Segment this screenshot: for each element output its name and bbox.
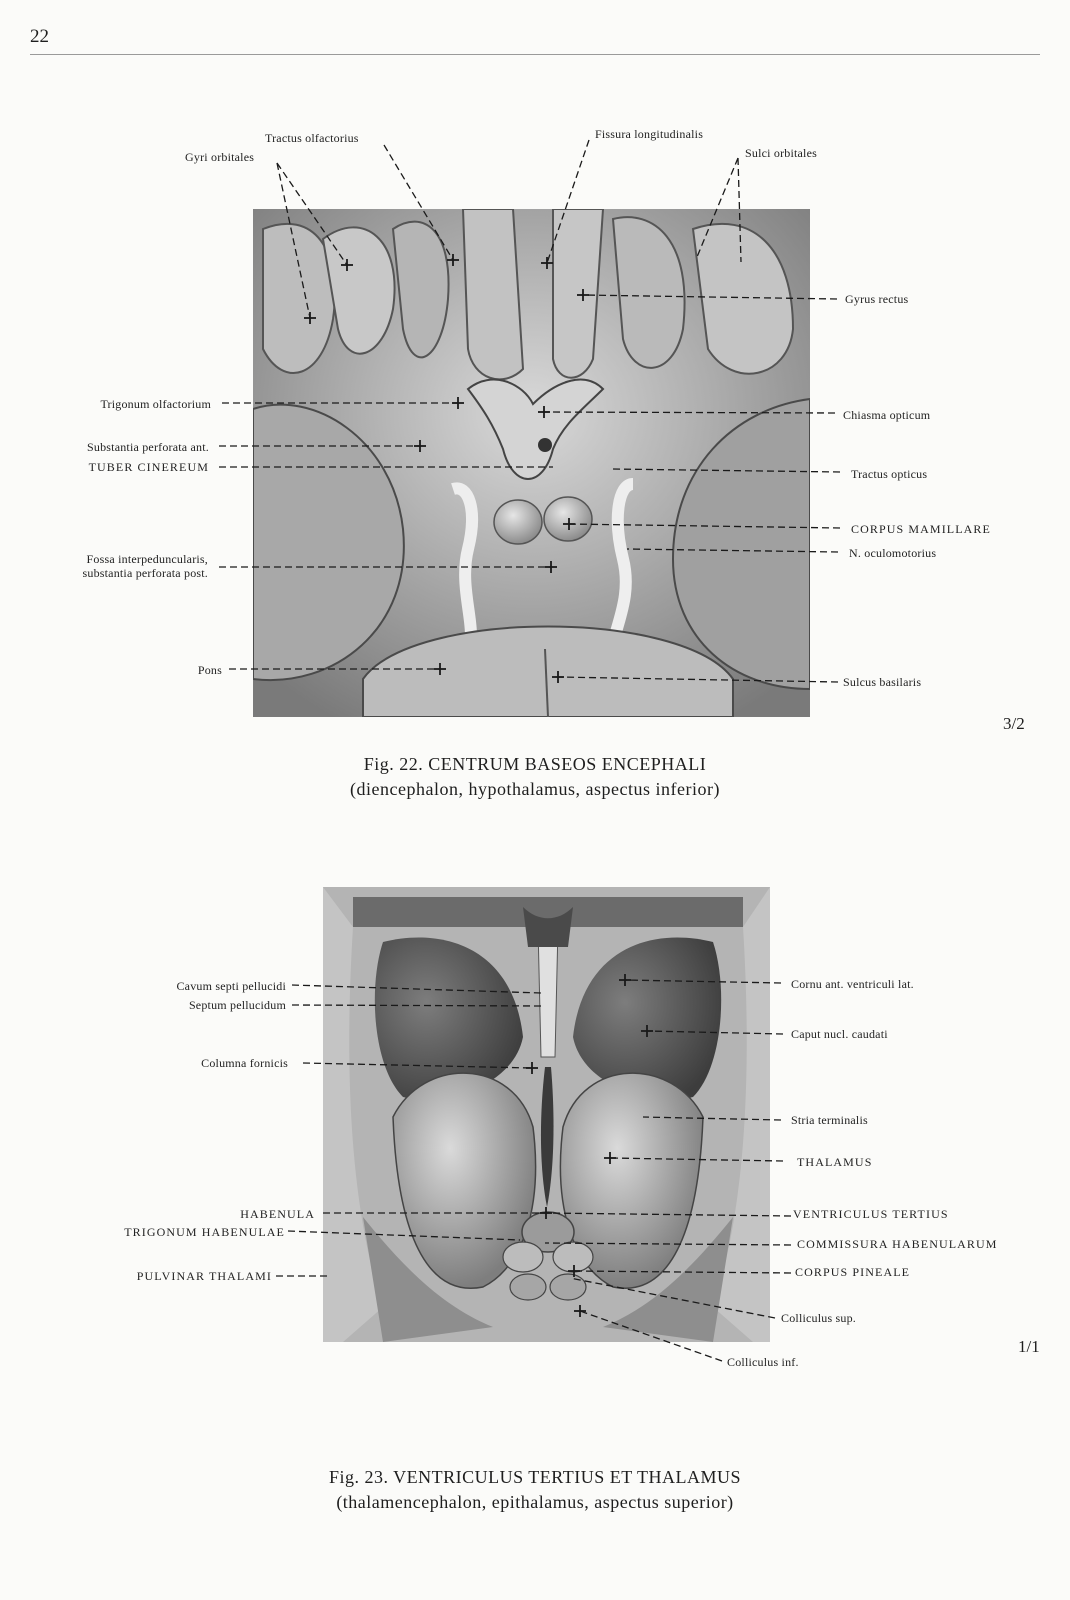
figure-22-caption-subtitle: (diencephalon, hypothalamus, aspectus in… — [350, 779, 720, 799]
label-ventriculus-tertius: VENTRICULUS TERTIUS — [793, 1207, 949, 1221]
label-fissura-longitudinalis: Fissura longitudinalis — [595, 127, 704, 141]
label-columna-fornicis: Columna fornicis — [201, 1056, 288, 1070]
page-number: 22 — [30, 26, 49, 47]
label-corpus-mamillare: CORPUS MAMILLARE — [851, 522, 991, 536]
label-sulcus-basilaris: Sulcus basilaris — [843, 675, 922, 689]
label-corpus-pineale: CORPUS PINEALE — [795, 1265, 911, 1279]
label-colliculus-sup: Colliculus sup. — [781, 1311, 857, 1325]
label-colliculus-inf: Colliculus inf. — [727, 1355, 799, 1369]
label-tuber-cinereum: TUBER CINEREUM — [88, 460, 209, 474]
header-rule — [30, 54, 1040, 55]
figure-22-caption: Fig. 22. CENTRUM BASEOS ENCEPHALI (dienc… — [0, 752, 1070, 802]
label-chiasma-opticum: Chiasma opticum — [843, 408, 931, 422]
figure-23-illustration — [323, 887, 770, 1342]
figure-22-scale: 3/2 — [1003, 714, 1025, 733]
label-fossa-line-2: substantia perforata post. — [82, 566, 208, 580]
label-pons: Pons — [197, 663, 222, 677]
label-thalamus: THALAMUS — [797, 1155, 873, 1169]
label-tractus-opticus: Tractus opticus — [851, 467, 928, 481]
figure-23-scale: 1/1 — [1018, 1337, 1040, 1356]
label-substantia-perforata-ant: Substantia perforata ant. — [87, 440, 209, 454]
figure-23-caption: Fig. 23. VENTRICULUS TERTIUS ET THALAMUS… — [0, 1465, 1070, 1515]
label-gyri-orbitales: Gyri orbitales — [185, 150, 255, 164]
label-pulvinar-thalami: PULVINAR THALAMI — [136, 1269, 272, 1283]
label-habenula: HABENULA — [240, 1207, 315, 1221]
label-tractus-olfactorius: Tractus olfactorius — [265, 131, 359, 145]
figure-22-illustration — [253, 209, 810, 717]
label-commissura-habenularum: COMMISSURA HABENULARUM — [797, 1237, 998, 1251]
label-trigonum-olfactorium: Trigonum olfactorium — [100, 397, 211, 411]
label-sulci-orbitales: Sulci orbitales — [745, 146, 817, 160]
figure-22-caption-title: Fig. 22. CENTRUM BASEOS ENCEPHALI — [363, 754, 707, 774]
label-septum-pellucidum: Septum pellucidum — [188, 998, 286, 1012]
figure-23-caption-subtitle: (thalamencephalon, epithalamus, aspectus… — [336, 1492, 734, 1512]
figure-23-caption-title: Fig. 23. VENTRICULUS TERTIUS ET THALAMUS — [328, 1467, 742, 1487]
label-stria-terminalis: Stria terminalis — [791, 1113, 868, 1127]
label-gyrus-rectus: Gyrus rectus — [845, 292, 909, 306]
label-trigonum-habenulae: TRIGONUM HABENULAE — [124, 1225, 285, 1239]
label-n-oculomotorius: N. oculomotorius — [849, 546, 937, 560]
label-cavum-septi-pellucidi: Cavum septi pellucidi — [176, 979, 286, 993]
label-caput-nucl-caudati: Caput nucl. caudati — [791, 1027, 888, 1041]
label-fossa-line-1: Fossa interpeduncularis, — [86, 552, 208, 566]
label-cornu-ant: Cornu ant. ventriculi lat. — [791, 977, 914, 991]
label-fossa-interpeduncularis: Fossa interpeduncularis, substantia perf… — [83, 552, 209, 580]
